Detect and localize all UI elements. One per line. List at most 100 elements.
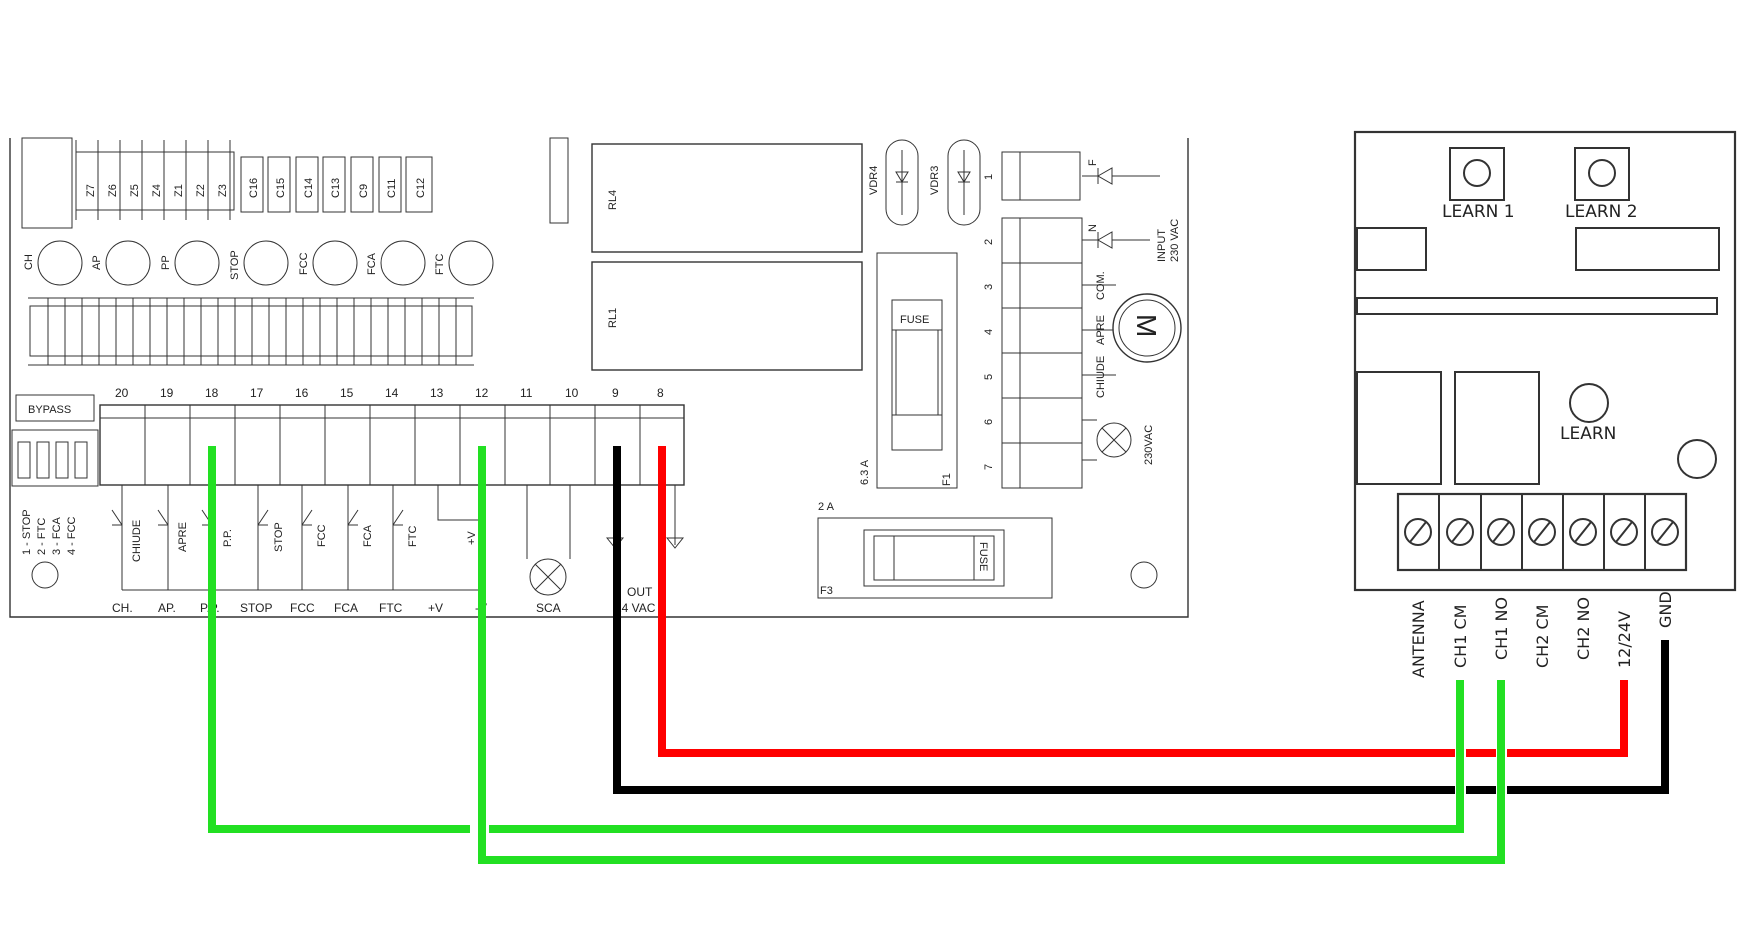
- receiver-module: LEARN 1 LEARN 2 LEARN ANTENNA CH1: [1353, 130, 1737, 678]
- svg-text:2 A: 2 A: [818, 501, 835, 513]
- learn2-label: LEARN 2: [1565, 202, 1638, 222]
- svg-text:230VAC: 230VAC: [1143, 425, 1155, 465]
- svg-text:COM.: COM.: [1095, 271, 1107, 300]
- svg-text:+V: +V: [466, 531, 478, 545]
- svg-text:1 - STOP: 1 - STOP: [21, 509, 33, 555]
- terminal-label-ch1-no: CH1 NO: [1492, 597, 1511, 660]
- svg-text:+V: +V: [428, 601, 443, 615]
- svg-text:RL4: RL4: [607, 190, 619, 210]
- terminal-number: 12: [475, 386, 489, 400]
- svg-text:6.3 A: 6.3 A: [859, 459, 871, 485]
- led-label: FTC: [434, 254, 446, 275]
- terminal-label-12-24v: 12/24V: [1615, 611, 1634, 668]
- terminal-label-ch2-no: CH2 NO: [1574, 597, 1593, 660]
- svg-text:OUT: OUT: [627, 585, 653, 599]
- learn2-button[interactable]: [1574, 147, 1630, 201]
- svg-text:2: 2: [983, 239, 995, 245]
- terminal-label-gnd: GND: [1656, 591, 1675, 628]
- led-label: STOP: [229, 250, 241, 280]
- capacitor-label: C15: [275, 178, 287, 198]
- resistor-array: [28, 297, 474, 366]
- terminal-number: 17: [250, 386, 264, 400]
- terminal-number: 10: [565, 386, 579, 400]
- varistor-vdr3: VDR3: [929, 139, 981, 226]
- control-board: Z7 Z6 Z5 Z4 Z1 Z2 Z3 C16 C15 C14 C13 C9 …: [9, 137, 1189, 618]
- led-row: CH AP PP STOP FCC FCA FTC: [23, 240, 494, 286]
- svg-text:FCC: FCC: [290, 601, 315, 615]
- learn1-button[interactable]: [1449, 147, 1505, 201]
- capacitor-label: C14: [303, 178, 315, 198]
- terminal-number: 19: [160, 386, 174, 400]
- svg-text:VDR4: VDR4: [868, 166, 880, 195]
- capacitor-label: C13: [330, 178, 342, 198]
- learn1-label: LEARN 1: [1442, 202, 1515, 222]
- svg-text:APRE: APRE: [1095, 315, 1107, 345]
- svg-text:SCA: SCA: [536, 601, 561, 615]
- svg-text:3 - FCA: 3 - FCA: [51, 516, 63, 555]
- jumper-label: Z1: [173, 184, 185, 197]
- capacitor-label: C12: [415, 178, 427, 198]
- jumper-label: Z2: [195, 184, 207, 197]
- relay-rl4: RL4: [591, 143, 863, 253]
- terminal-number: 15: [340, 386, 354, 400]
- svg-text:FUSE: FUSE: [900, 314, 929, 326]
- jumper-label: Z3: [217, 184, 229, 197]
- svg-text:RL1: RL1: [607, 308, 619, 328]
- svg-text:4: 4: [983, 329, 995, 335]
- svg-text:M: M: [1131, 314, 1162, 337]
- svg-text:STOP: STOP: [240, 601, 272, 615]
- svg-text:F1: F1: [941, 473, 953, 486]
- capacitor-label: C11: [386, 179, 398, 198]
- terminal-number: 16: [295, 386, 309, 400]
- wire-green-12-ch1no: [478, 446, 1505, 864]
- svg-text:2 - FTC: 2 - FTC: [36, 518, 48, 555]
- svg-text:5: 5: [983, 374, 995, 380]
- svg-text:4 - FCC: 4 - FCC: [66, 516, 78, 555]
- led-label: FCA: [366, 252, 378, 275]
- svg-text:VDR3: VDR3: [929, 166, 941, 195]
- terminal-number: 8: [657, 386, 664, 400]
- fuse-f3: FUSE 2 A F3: [817, 501, 1053, 599]
- jumper-label: Z6: [107, 184, 119, 197]
- terminal-number: 9: [612, 386, 619, 400]
- svg-text:F3: F3: [820, 585, 833, 597]
- svg-text:F: F: [1087, 159, 1099, 166]
- learn-button[interactable]: [1569, 383, 1609, 423]
- capacitor-label: C16: [248, 178, 260, 198]
- svg-text:CH.: CH.: [112, 601, 133, 615]
- receiver-terminal-block: ANTENNA CH1 CM CH1 NO CH2 CM CH2 NO 12/2…: [1396, 492, 1688, 678]
- bypass-dip-switch: BYPASS 1 - STOP 2 - FTC 3 - FCA 4 - FCC: [11, 394, 99, 555]
- varistor-vdr4: VDR4: [868, 139, 919, 226]
- led-label: AP: [91, 255, 103, 270]
- terminal-number: 18: [205, 386, 219, 400]
- svg-text:FTC: FTC: [407, 526, 419, 547]
- jumper-label: Z7: [85, 184, 97, 197]
- svg-text:3: 3: [983, 284, 995, 290]
- relay-rl1: RL1: [591, 261, 863, 371]
- svg-text:FCA: FCA: [334, 601, 358, 615]
- wire-green-18-ch1cm: [208, 446, 1464, 833]
- capacitor-row: C16 C15 C14 C13 C9 C11 C12: [240, 156, 433, 213]
- svg-text:STOP: STOP: [273, 522, 285, 552]
- jumper-strip: Z7 Z6 Z5 Z4 Z1 Z2 Z3: [75, 140, 235, 220]
- svg-text:P.P.: P.P.: [222, 529, 234, 547]
- terminal-strip: 20 19 18 17 16 15 14 13 12 11 10 9 8: [99, 386, 685, 486]
- lamp-symbol: 230VAC: [1082, 419, 1155, 465]
- terminal-number: 20: [115, 386, 129, 400]
- wire-red-8-12v: [658, 446, 1628, 757]
- terminal-number: 11: [520, 386, 533, 400]
- mounting-hole: [31, 561, 59, 589]
- terminal-label-antenna: ANTENNA: [1409, 600, 1428, 678]
- svg-text:INPUT: INPUT: [1156, 229, 1168, 262]
- svg-text:6: 6: [983, 419, 995, 425]
- wires: [208, 446, 1669, 864]
- svg-text:AP.: AP.: [158, 601, 176, 615]
- svg-text:230 VAC: 230 VAC: [1169, 219, 1181, 262]
- svg-text:BYPASS: BYPASS: [28, 404, 71, 416]
- jumper-label: Z5: [129, 184, 141, 197]
- motor-symbol: M COM. APRE CHIUDE: [1082, 271, 1182, 398]
- led-label: CH: [23, 254, 35, 270]
- svg-text:N: N: [1087, 224, 1099, 232]
- led-label: FCC: [298, 252, 310, 275]
